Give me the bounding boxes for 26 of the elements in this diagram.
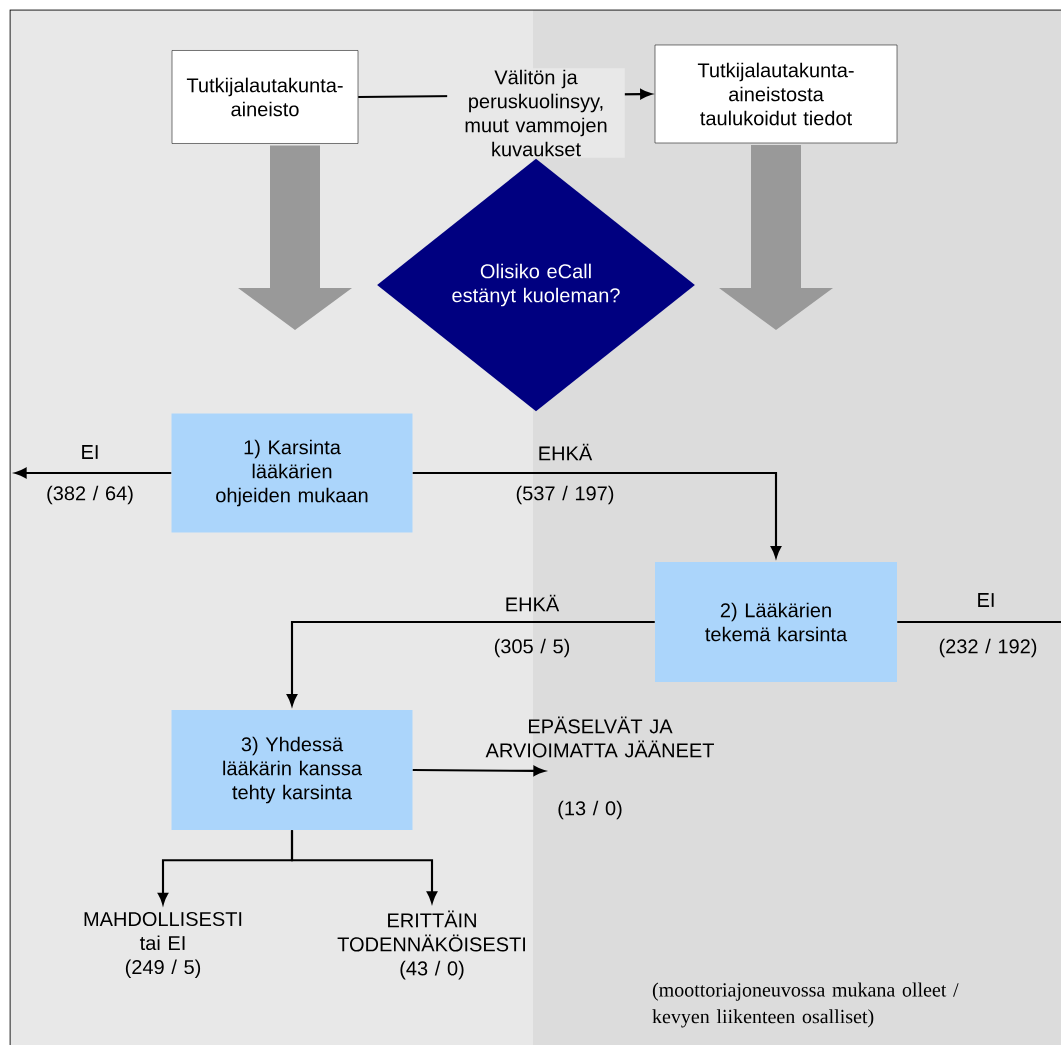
edge-label: EPÄSELVÄT JA ARVIOIMATTA JÄÄNEET	[485, 716, 714, 758]
process-box: Tutkijalautakunta-aineisto	[171, 50, 359, 144]
count-label: (232 / 192)	[939, 638, 1037, 658]
block-arrow	[238, 145, 352, 330]
process-box: Tutkijalautakunta-aineistosta taulukoidut tiedot	[654, 44, 898, 144]
arrow	[286, 620, 655, 706]
arrow	[290, 830, 438, 903]
process-box: 3) Yhdessä lääkärin kanssa tehty karsinta	[171, 710, 413, 830]
block-arrow	[719, 145, 833, 330]
outcome-text: ERITTÄIN TODENNÄKÖISESTI (43 / 0)	[337, 910, 525, 980]
outcome-text: MAHDOLLISESTI tai EI (249 / 5)	[84, 911, 242, 979]
note-text: (moottoriajoneuvossa mukana olleet / kevyen liikenteen osalliset)	[652, 982, 959, 1028]
arrow	[412, 765, 545, 776]
arrow	[412, 471, 782, 558]
arrow	[15, 467, 172, 479]
edge-label: EHKÄ	[539, 443, 593, 461]
edge-label: EI	[978, 593, 994, 607]
count-label: (537 / 197)	[516, 485, 614, 505]
process-box: 2) Lääkärien tekemä karsinta	[655, 562, 897, 682]
count-label: (305 / 5)	[494, 638, 570, 658]
edge-label: EI	[82, 445, 98, 459]
count-label: (13 / 0)	[558, 800, 622, 820]
edge-label: Välitön ja peruskuolinsyy, muut vammojen kuvaukset	[447, 68, 625, 158]
process-box: 1) Karsinta lääkärien ohjeiden mukaan	[171, 413, 413, 533]
edge-label: EHKÄ	[506, 594, 560, 612]
count-label: (382 / 64)	[47, 485, 133, 505]
